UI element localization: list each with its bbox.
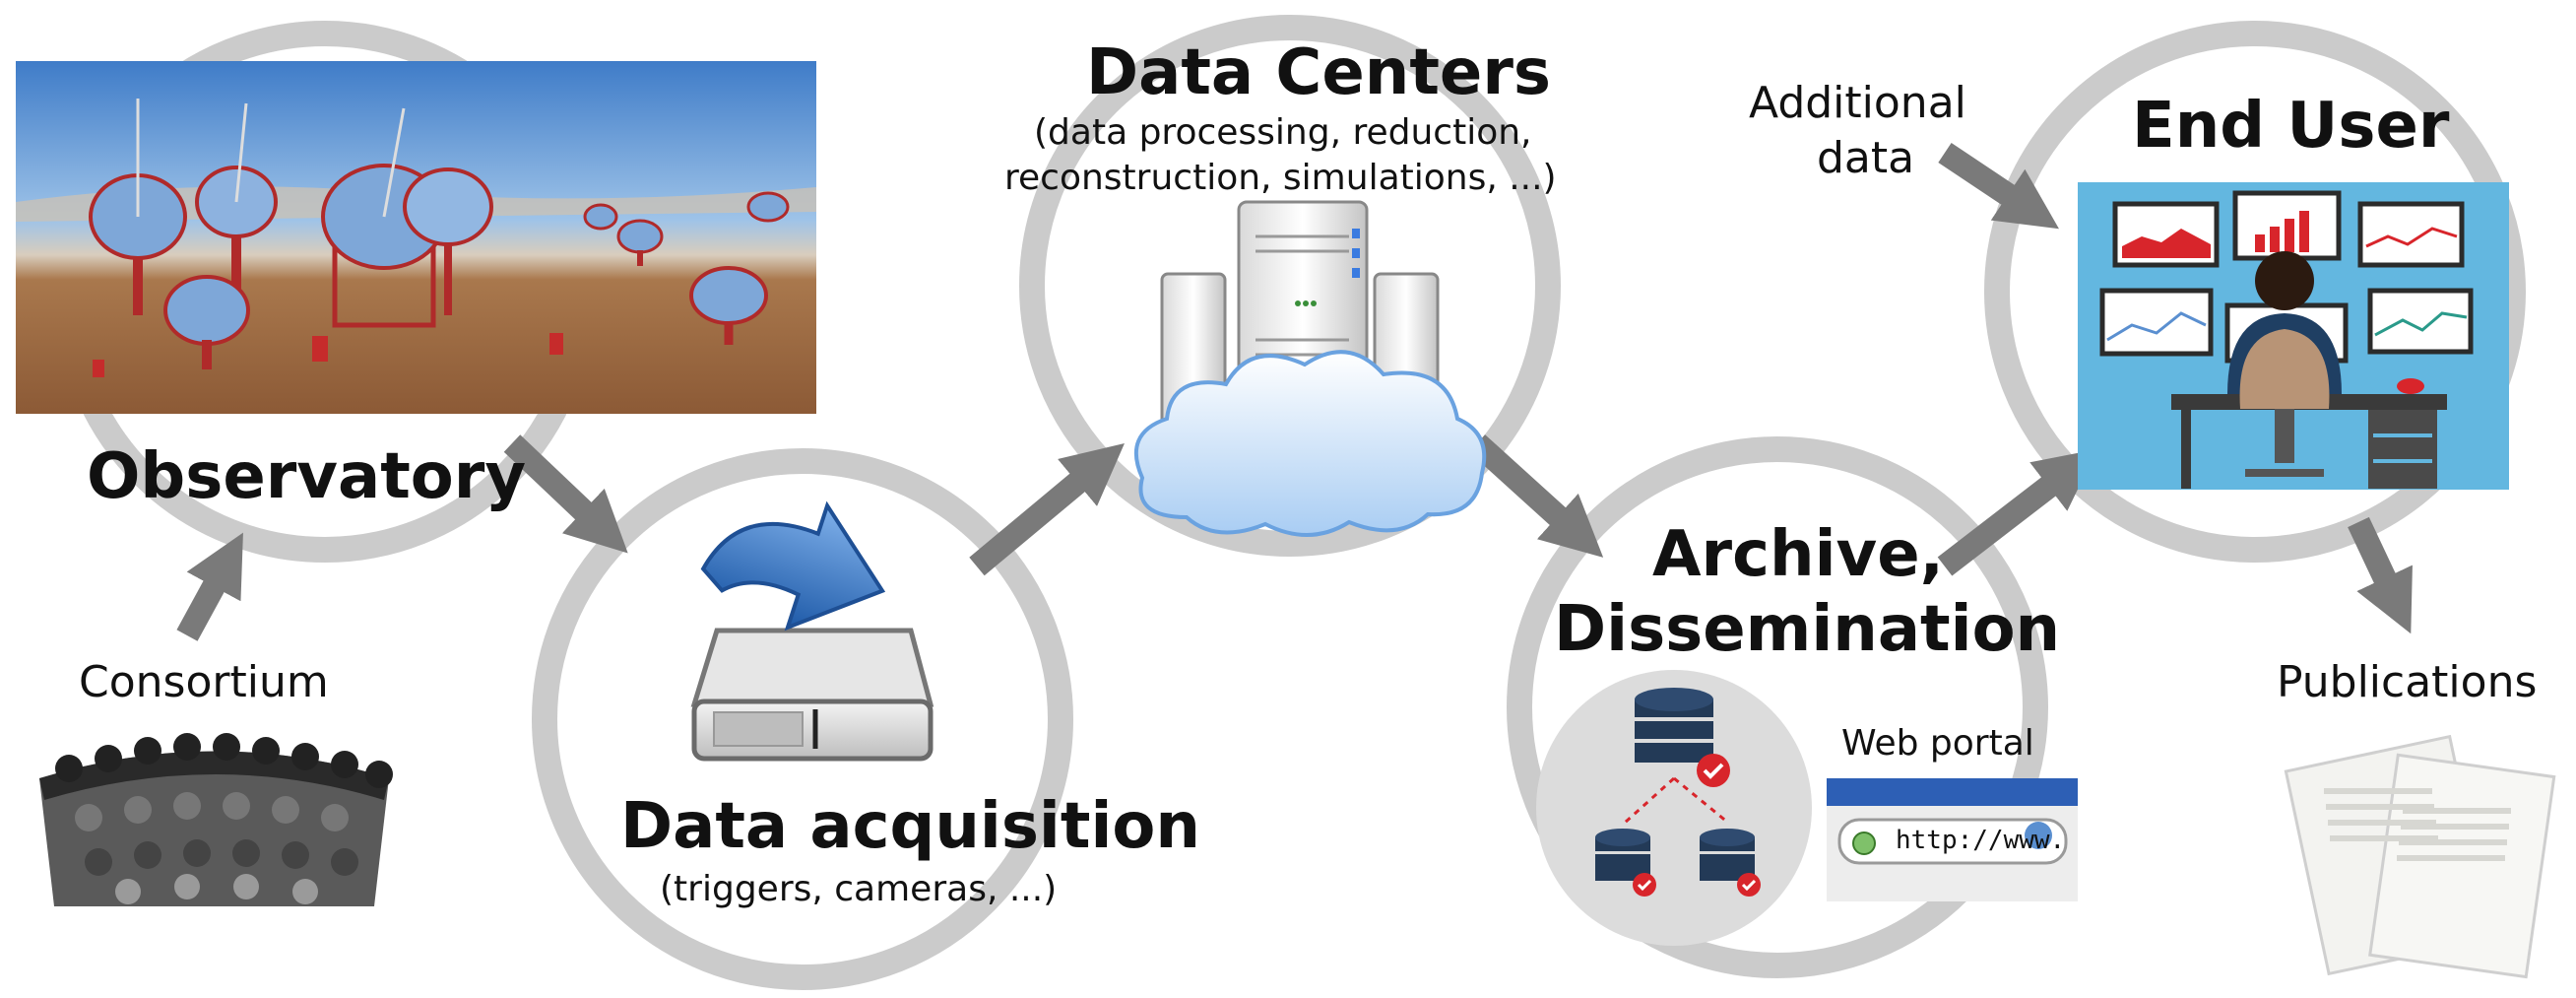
arrow-acquisition-to-centers bbox=[969, 443, 1125, 576]
publications-label: Publications bbox=[2277, 657, 2538, 707]
additional-data-label-line2: data bbox=[1817, 133, 1915, 183]
web-portal-label: Web portal bbox=[1841, 723, 2034, 764]
database-main-icon bbox=[1635, 688, 1730, 787]
database-right-icon bbox=[1700, 829, 1761, 897]
ring-acquisition bbox=[532, 448, 1073, 990]
consortium-label: Consortium bbox=[79, 657, 329, 707]
stage-rings bbox=[54, 15, 2526, 990]
observatory-photo bbox=[16, 61, 816, 414]
server-cloud-icon bbox=[1133, 200, 1487, 537]
ring-data-centers bbox=[1019, 15, 1561, 557]
papers-icon bbox=[2284, 734, 2556, 979]
database-left-icon bbox=[1595, 829, 1656, 897]
arrow-consortium-to-observatory bbox=[176, 532, 243, 641]
archive-title-line2: Dissemination bbox=[1554, 593, 2061, 666]
end-user-title: End User bbox=[2132, 90, 2450, 163]
analyst-workstation-icon bbox=[2078, 182, 2509, 490]
browser-url-icon bbox=[1827, 778, 2078, 901]
arrow-archive-to-end-user bbox=[1937, 448, 2097, 576]
data-acquisition-subtitle: (triggers, cameras, ...) bbox=[660, 869, 1058, 909]
flow-arrows bbox=[176, 143, 2413, 641]
observatory-label: Observatory bbox=[87, 440, 527, 513]
ring-archive bbox=[1507, 436, 2048, 978]
data-centers-subtitle-line2: reconstruction, simulations, ...) bbox=[1004, 158, 1557, 198]
arrow-observatory-to-acquisition bbox=[503, 434, 628, 554]
drive-download-icon bbox=[690, 500, 934, 762]
consortium-crowd-icon bbox=[39, 733, 393, 906]
archive-title-line1: Archive, bbox=[1652, 518, 1944, 591]
arrow-centers-to-archive bbox=[1468, 434, 1604, 558]
database-network-icon bbox=[1536, 670, 1812, 946]
url-text: http://www. bbox=[1896, 826, 2066, 855]
data-centers-title: Data Centers bbox=[1086, 36, 1551, 109]
telescope-icons bbox=[89, 99, 790, 377]
data-centers-subtitle-line1: (data processing, reduction, bbox=[1034, 112, 1532, 153]
additional-data-label-line1: Additional bbox=[1749, 78, 1966, 128]
data-acquisition-title: Data acquisition bbox=[620, 790, 1200, 863]
arrow-end-user-to-publications bbox=[2348, 516, 2413, 634]
ring-end-user bbox=[1984, 21, 2526, 563]
arrow-additional-data bbox=[1938, 143, 2059, 230]
